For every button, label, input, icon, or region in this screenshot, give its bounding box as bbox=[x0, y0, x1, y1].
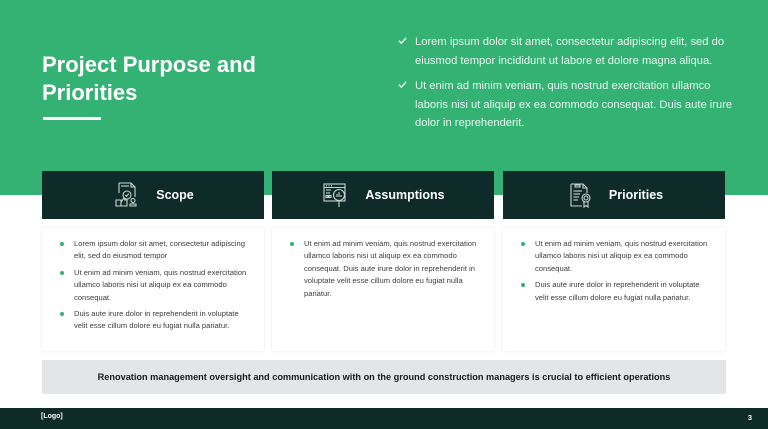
scope-card: Lorem ipsum dolor sit amet, consectetur … bbox=[42, 228, 264, 351]
footer-bar: [Logo] 3 bbox=[0, 408, 768, 429]
scope-header: Scope bbox=[42, 171, 264, 219]
scope-label: Scope bbox=[156, 188, 194, 202]
check-icon bbox=[398, 81, 407, 89]
assumptions-header: Assumptions bbox=[272, 171, 494, 219]
list-item: Duis aute irure dolor in reprehenderit i… bbox=[60, 308, 250, 333]
list-item: Ut enim ad minim veniam, quis nostrud ex… bbox=[521, 238, 711, 275]
page-number: 3 bbox=[747, 413, 752, 422]
summary-banner: Renovation management oversight and comm… bbox=[42, 360, 726, 394]
hero-background bbox=[0, 0, 768, 195]
hero-bullet: Lorem ipsum dolor sit amet, consectetur … bbox=[398, 33, 738, 70]
list-item: Ut enim ad minim veniam, quis nostrud ex… bbox=[60, 267, 250, 304]
list-item: Ut enim ad minim veniam, quis nostrud ex… bbox=[290, 238, 480, 300]
certificate-document-icon bbox=[570, 183, 591, 209]
priorities-header: Priorities bbox=[503, 171, 725, 219]
bullet-dot-icon bbox=[290, 242, 294, 246]
logo-placeholder: [Logo] bbox=[41, 413, 63, 420]
hero-bullet-text: Ut enim ad minim veniam, quis nostrud ex… bbox=[415, 80, 733, 129]
bullet-dot-icon bbox=[60, 270, 64, 275]
slide-title: Project Purpose and Priorities bbox=[42, 52, 256, 105]
hero-bullet: Ut enim ad minim veniam, quis nostrud ex… bbox=[398, 77, 738, 133]
bullet-dot-icon bbox=[521, 242, 525, 246]
title-underline bbox=[43, 117, 101, 120]
summary-banner-text: Renovation management oversight and comm… bbox=[97, 372, 671, 382]
bullet-dot-icon bbox=[60, 312, 64, 317]
priorities-card: Ut enim ad minim veniam, quis nostrud ex… bbox=[503, 228, 725, 351]
list-item: Duis aute irure dolor in reprehenderit i… bbox=[521, 279, 711, 304]
check-icon bbox=[398, 37, 407, 45]
assumptions-card: Ut enim ad minim veniam, quis nostrud ex… bbox=[272, 228, 494, 351]
analysis-magnifier-icon bbox=[323, 183, 346, 207]
bullet-dot-icon bbox=[521, 283, 525, 288]
bullet-dot-icon bbox=[60, 242, 64, 246]
hero-bullet-list: Lorem ipsum dolor sit amet, consectetur … bbox=[398, 33, 738, 140]
list-item: Lorem ipsum dolor sit amet, consectetur … bbox=[60, 238, 250, 263]
scope-document-icon bbox=[115, 182, 137, 207]
hero-bullet-text: Lorem ipsum dolor sit amet, consectetur … bbox=[415, 36, 725, 67]
assumptions-label: Assumptions bbox=[365, 188, 445, 202]
priorities-label: Priorities bbox=[608, 188, 664, 202]
